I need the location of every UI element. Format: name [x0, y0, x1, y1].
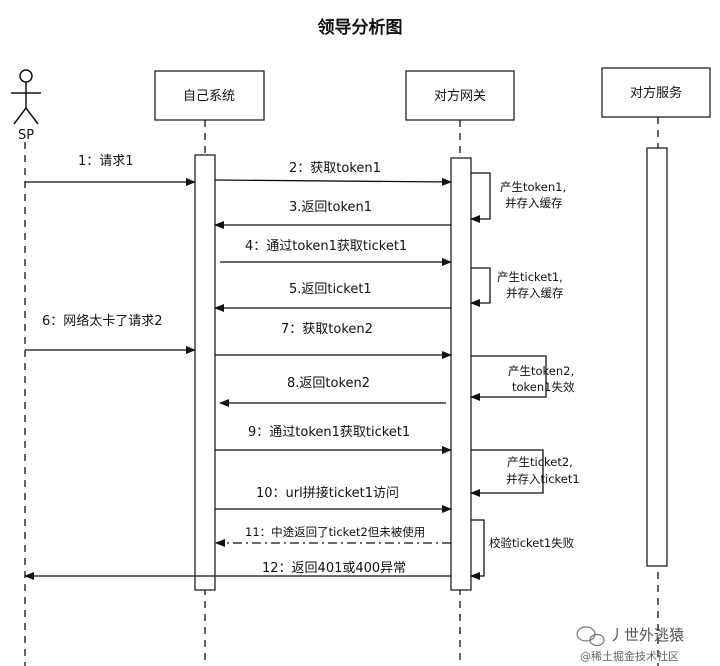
- watermark-author: 丿世外逃猿: [609, 626, 684, 644]
- self-note-1-line-2: 并存入缓存: [505, 196, 563, 210]
- wechat-logo-icon: [576, 626, 605, 647]
- self-call-3-arrow: [470, 355, 547, 401]
- activation-gateway: [450, 157, 472, 591]
- self-note-4-line-1: 产生ticket2,: [507, 455, 573, 469]
- message-9-label: 9：通过token1获取ticket1: [248, 425, 410, 440]
- message-4-label: 4：通过token1获取ticket1: [245, 239, 407, 254]
- self-note-2-line-1: 产生ticket1,: [497, 270, 563, 284]
- message-7-label: 7：获取token2: [281, 322, 373, 337]
- participant-self-system-label: 自己系统: [183, 89, 235, 104]
- message-8-label: 8.返回token2: [287, 376, 370, 391]
- message-6-label: 6：网络太卡了请求2: [42, 313, 163, 329]
- message-12-label: 12：返回401或400异常: [262, 561, 406, 576]
- participant-sp-label: SP: [18, 128, 34, 143]
- message-2-label: 2：获取token1: [289, 161, 381, 176]
- self-call-5-arrow: [470, 519, 485, 580]
- self-note-3-line-1: 产生token2,: [508, 364, 574, 378]
- watermark-site: @稀土掘金技术社区: [580, 649, 679, 663]
- message-3-label: 3.返回token1: [289, 200, 372, 215]
- self-call-1-arrow: [470, 172, 491, 223]
- self-note-5-line-1: 校验ticket1失败: [489, 536, 575, 550]
- self-call-4-arrow: [470, 449, 544, 497]
- message-5-label: 5.返回ticket1: [289, 282, 372, 297]
- participant-gateway-label: 对方网关: [434, 88, 486, 104]
- message-2-arrow: [214, 177, 452, 186]
- self-note-2-line-2: 并存入缓存: [506, 286, 564, 300]
- self-note-4-line-2: 并存入ticket1: [506, 472, 580, 486]
- actor-sp-icon: [11, 69, 41, 125]
- activation-self-system: [194, 154, 216, 591]
- participant-self-system-box: [154, 70, 265, 121]
- self-call-2-arrow: [470, 267, 491, 307]
- participant-service-box: [601, 67, 711, 118]
- activation-service: [646, 147, 668, 567]
- message-10-label: 10：url拼接ticket1访问: [256, 485, 399, 501]
- message-11-label: 11：中途返回了ticket2但未被使用: [245, 525, 425, 539]
- self-note-3-line-2: token1失效: [512, 380, 575, 394]
- self-note-1-line-1: 产生token1,: [500, 180, 566, 194]
- participant-service-label: 对方服务: [630, 85, 682, 101]
- diagram-title: 领导分析图: [318, 17, 403, 38]
- participant-gateway-box: [405, 70, 515, 121]
- message-1-label: 1：请求1: [78, 154, 134, 169]
